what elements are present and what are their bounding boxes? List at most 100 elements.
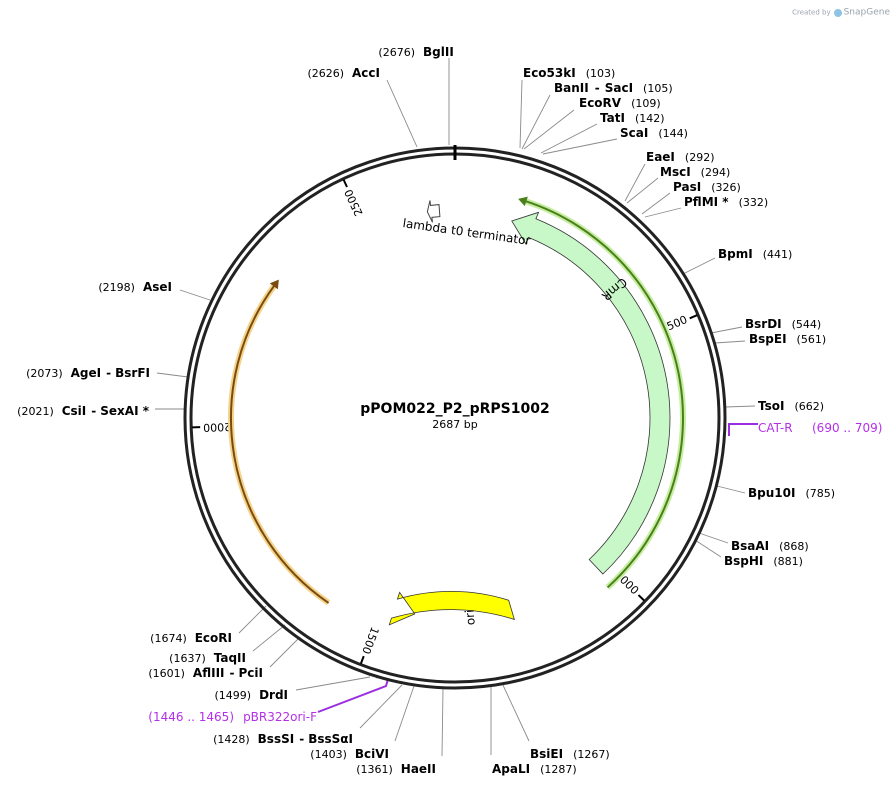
- site-position: (326): [711, 181, 741, 194]
- site-label: PciI-AflIII(1601): [148, 666, 263, 680]
- site-name: Bpu10I: [748, 486, 795, 500]
- site-label: EcoRV(109): [579, 96, 661, 110]
- site-name: PflMI *: [684, 195, 729, 209]
- leader-line: [252, 624, 286, 652]
- leader-line: [269, 636, 301, 668]
- leader-line: [394, 685, 415, 742]
- tick-mark: [689, 314, 698, 320]
- leader-line: [714, 340, 746, 344]
- feature-lambda-terminator-arrow: [426, 200, 441, 223]
- snapgene-logo-icon: [833, 8, 842, 17]
- site-label: BsiEI(1267): [530, 747, 610, 761]
- leader-line: [624, 163, 646, 202]
- site-position: (1637): [169, 652, 206, 665]
- leader-line: [710, 326, 743, 334]
- site-position: (144): [658, 127, 688, 140]
- site-position: (662): [794, 400, 824, 413]
- snapgene-watermark: Created by SnapGene: [792, 2, 890, 21]
- site-name: MscI: [660, 165, 691, 179]
- site-name: BpmI: [718, 247, 753, 261]
- site-name: CsiI: [62, 404, 87, 418]
- plasmid-name: pPOM022_P2_pRPS1002: [360, 401, 549, 417]
- site-label: Eco53kI (103): [523, 66, 615, 80]
- site-label: BsaAI (868): [731, 539, 809, 553]
- site-name: AgeI: [71, 366, 101, 380]
- site-name: AccI: [352, 66, 380, 80]
- site-position: (103): [586, 67, 616, 80]
- site-name: BssSI: [258, 732, 295, 746]
- site-position: (544): [792, 318, 822, 331]
- site-label: BspEI (561): [749, 332, 826, 346]
- site-separator: -: [230, 666, 235, 680]
- site-name: BsrDI: [745, 317, 782, 331]
- primer-label-pbr322ori-f: pBR322ori-F (1446 .. 1465): [148, 710, 317, 724]
- leader-line: [523, 109, 575, 150]
- site-labels: (2676)BglII AccI(2626) Eco53kI (103)BanII - S…: [17, 45, 882, 776]
- leader-line: [698, 532, 729, 544]
- primer-pbr322-marker: [317, 676, 390, 713]
- leader-line: [519, 79, 523, 149]
- site-name: AflIII: [193, 666, 225, 680]
- leader-line: [641, 192, 671, 215]
- orf-cmr-line: [524, 200, 684, 589]
- site-label: BsrDI (544): [745, 317, 821, 331]
- leader-line: [542, 138, 618, 155]
- site-position: (1403): [310, 748, 347, 761]
- site-name: TsoI: [758, 399, 784, 413]
- site-label: TsoI (662): [758, 399, 824, 413]
- site-position: (142): [635, 112, 665, 125]
- site-position: (1287): [540, 763, 577, 776]
- tick-mark: [342, 179, 348, 188]
- leader-line: [238, 605, 267, 634]
- leader-line: [626, 177, 659, 204]
- site-position: (881): [773, 555, 803, 568]
- site-position: (109): [631, 97, 661, 110]
- site-name: BsaAI: [731, 539, 769, 553]
- site-name: BanII: [554, 81, 589, 95]
- site-name-extra: BssSαI: [308, 732, 353, 746]
- plasmid-length: 2687 bp: [432, 418, 477, 431]
- primer-range: (1446 .. 1465): [148, 710, 234, 724]
- created-by-text: Created by: [792, 8, 831, 17]
- leader-line: [386, 79, 418, 148]
- leader-line: [501, 682, 530, 742]
- site-position: (1428): [213, 733, 250, 746]
- site-label: EcoRI (1674): [150, 631, 232, 645]
- site-position: (868): [779, 540, 809, 553]
- site-separator: -: [299, 732, 304, 746]
- site-label: BssSαI-BssSI (1428): [213, 732, 353, 746]
- site-name: Eco53kI: [523, 66, 576, 80]
- feature-cmr-arrow: [511, 211, 671, 575]
- site-position: (1361): [356, 763, 393, 776]
- site-label: EaeI(292): [646, 150, 715, 164]
- orf-cmr-arrowhead: [518, 196, 528, 207]
- site-name: BglII: [423, 45, 454, 59]
- site-label: BciVI(1403): [310, 747, 389, 761]
- site-position: (332): [739, 196, 769, 209]
- site-position: (1674): [150, 632, 187, 645]
- site-name: BspEI: [749, 332, 787, 346]
- primer-label-cat-r: CAT-R(690 .. 709): [758, 421, 882, 435]
- site-position: (1499): [214, 689, 251, 702]
- site-name: EcoRI: [195, 631, 232, 645]
- site-position: (561): [797, 333, 827, 346]
- site-label: ScaI(144): [620, 126, 688, 140]
- site-name-extra: SexAI *: [100, 404, 149, 418]
- site-label: (2676)BglII: [378, 45, 453, 59]
- leader-line: [682, 257, 716, 275]
- site-label: PasI(326): [673, 180, 741, 194]
- site-position: (294): [701, 166, 731, 179]
- snapgene-brand-text: SnapGene: [843, 7, 890, 18]
- site-position: (441): [763, 248, 793, 261]
- leader-line: [540, 123, 598, 154]
- primer-name: pBR322ori-F: [243, 710, 317, 724]
- primer-name: CAT-R: [758, 421, 793, 435]
- site-label: TaqII(1637): [169, 651, 246, 665]
- tick-label: 2500: [342, 187, 366, 218]
- site-position: (292): [685, 151, 715, 164]
- site-label: AccI(2626): [307, 66, 380, 80]
- leader-line: [724, 405, 756, 408]
- site-label: Bpu10I(785): [748, 486, 835, 500]
- site-name: AseI: [143, 280, 172, 294]
